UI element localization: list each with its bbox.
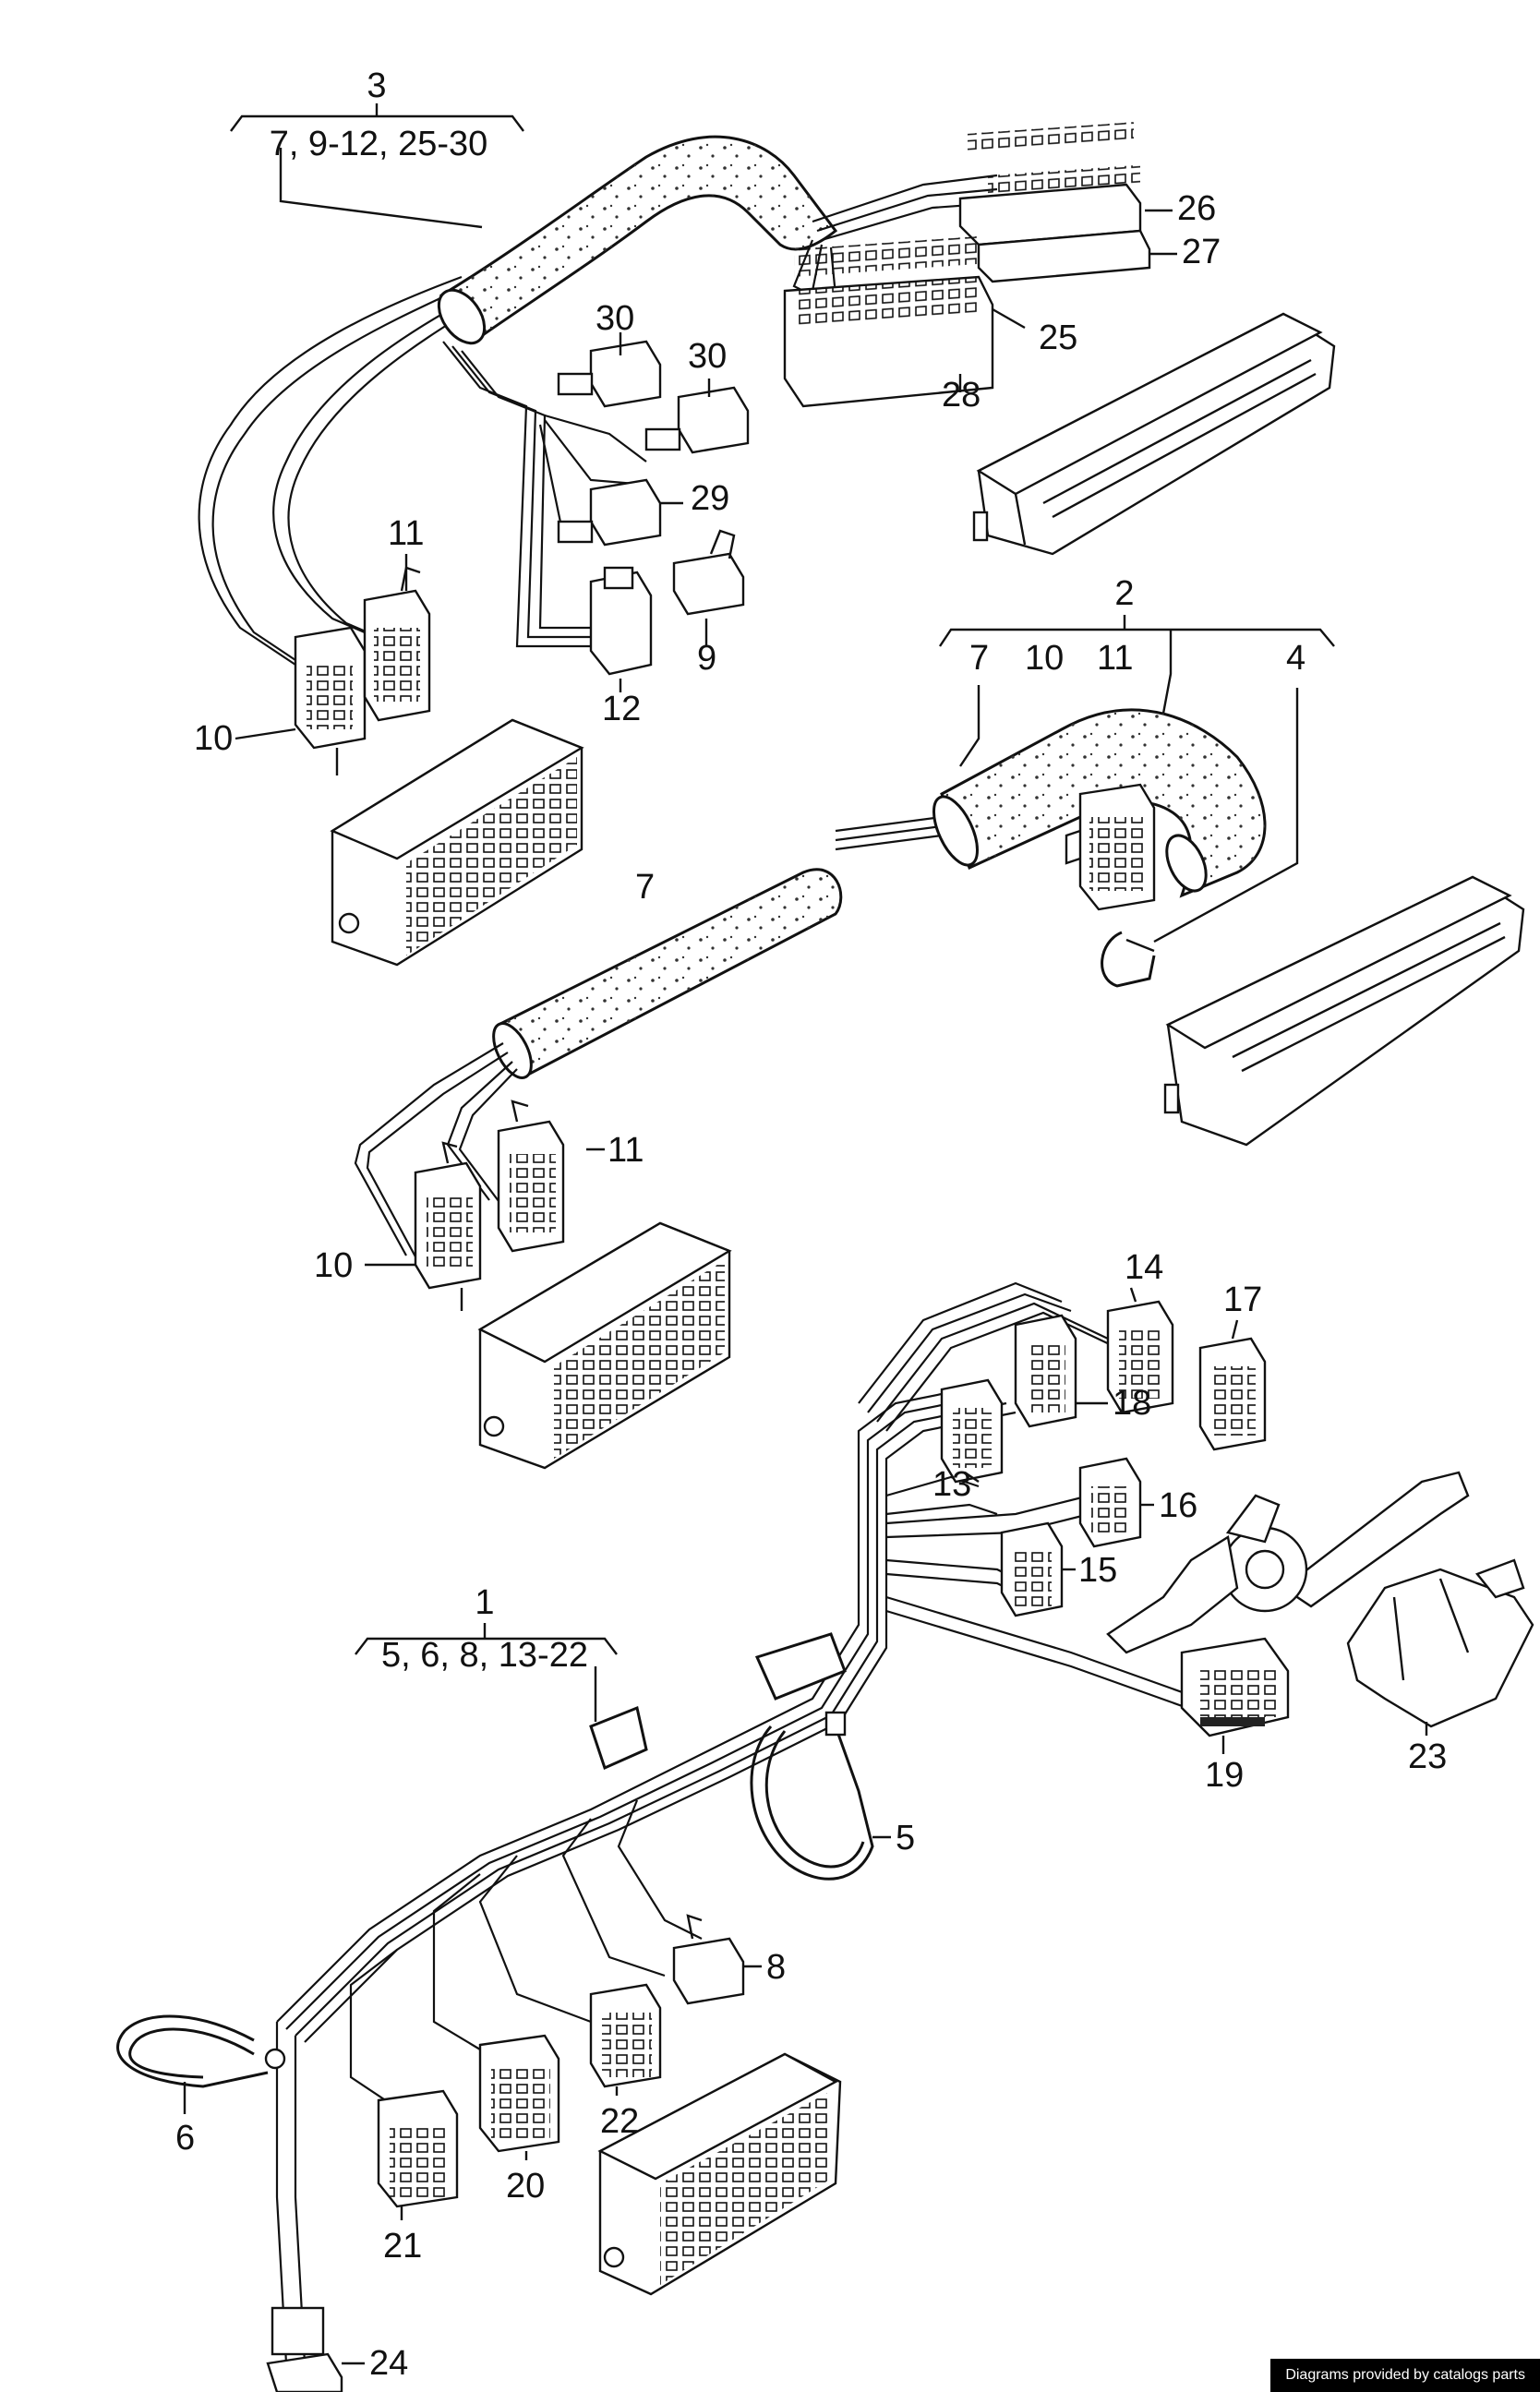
connector-11-top (363, 566, 431, 722)
connector-21 (377, 2089, 459, 2208)
label-2: 2 (1114, 574, 1134, 613)
connector-15 (1000, 1521, 1064, 1617)
cable-tie-5 (750, 1711, 874, 1881)
label-10-top: 10 (194, 719, 233, 758)
label-25: 25 (1039, 319, 1077, 357)
label-21: 21 (383, 2227, 422, 2266)
cable-tie-6 (116, 2014, 286, 2088)
steering-column-switch (1106, 1471, 1470, 1654)
relay-panel-top (330, 718, 584, 967)
connector-19 (1180, 1637, 1290, 1737)
connector-11-mid (1065, 783, 1156, 911)
label-12: 12 (602, 690, 641, 728)
label-23: 23 (1408, 1737, 1447, 1776)
label-19: 19 (1205, 1756, 1244, 1795)
callout-labels: 3 7, 9-12, 25-30 26 27 25 28 30 30 29 11… (175, 66, 1447, 2383)
label-11-top: 11 (388, 514, 424, 553)
connector-10-mid (414, 1141, 482, 1311)
connector-12 (589, 566, 653, 676)
connector-18 (1014, 1314, 1077, 1428)
label-30b: 30 (688, 337, 727, 376)
label-13: 13 (932, 1465, 971, 1504)
connector-30a (557, 340, 662, 408)
relay-panel-bottom (597, 2052, 842, 2296)
harness-assembly-2 (354, 615, 1525, 1470)
connector-22 (589, 1983, 662, 2088)
harness-assembly-3 (198, 103, 1336, 967)
connector-10-top (294, 626, 367, 775)
label-10-mid2: 10 (314, 1246, 353, 1285)
harness-assembly-1 (116, 1281, 1534, 2392)
label-17: 17 (1223, 1280, 1262, 1319)
connector-27 (977, 164, 1151, 283)
connector-13 (940, 1378, 1004, 1484)
label-15: 15 (1078, 1551, 1117, 1590)
label-8: 8 (766, 1948, 786, 1987)
label-29: 29 (691, 479, 729, 518)
label-1: 1 (475, 1583, 494, 1622)
instrument-cluster-mid (1163, 875, 1525, 1147)
connector-11-mid2 (497, 1100, 565, 1253)
label-14: 14 (1125, 1248, 1163, 1287)
label-7-long: 7 (635, 868, 655, 907)
instrument-cluster-top (972, 312, 1336, 556)
label-30a: 30 (596, 299, 634, 338)
label-22: 22 (600, 2102, 639, 2141)
label-20: 20 (506, 2167, 545, 2206)
leader-lines (183, 209, 1428, 2365)
label-18: 18 (1113, 1384, 1151, 1423)
connector-8 (672, 1914, 745, 2005)
label-10-mid: 10 (1025, 639, 1064, 678)
label-9: 9 (697, 639, 716, 678)
connector-17 (1198, 1337, 1267, 1451)
bracket-23 (1346, 1558, 1534, 1728)
credit-banner: Diagrams provided by catalogs parts (1270, 2359, 1540, 2392)
label-26: 26 (1177, 189, 1216, 228)
clip-4 (1101, 931, 1156, 988)
connector-9 (672, 529, 745, 616)
label-4: 4 (1286, 639, 1305, 678)
label-6: 6 (175, 2119, 195, 2158)
label-3: 3 (367, 66, 386, 105)
connector-24 (266, 2306, 343, 2392)
label-28: 28 (942, 376, 981, 415)
connector-29 (557, 478, 662, 547)
connector-16 (1078, 1457, 1142, 1548)
label-16: 16 (1159, 1486, 1197, 1525)
connector-20 (478, 2034, 560, 2153)
label-11-mid: 11 (1097, 639, 1133, 678)
connector-25-28 (783, 235, 994, 408)
label-27: 27 (1182, 233, 1221, 271)
label-24: 24 (369, 2344, 408, 2383)
label-3-range: 7, 9-12, 25-30 (270, 125, 488, 163)
connector-30b (644, 386, 750, 454)
connector-14 (1106, 1300, 1174, 1414)
label-5: 5 (896, 1819, 915, 1857)
label-11-mid2: 11 (608, 1131, 644, 1170)
label-1-range: 5, 6, 8, 13-22 (381, 1636, 588, 1675)
label-7-mid: 7 (969, 639, 989, 678)
relay-panel-mid (477, 1221, 732, 1470)
